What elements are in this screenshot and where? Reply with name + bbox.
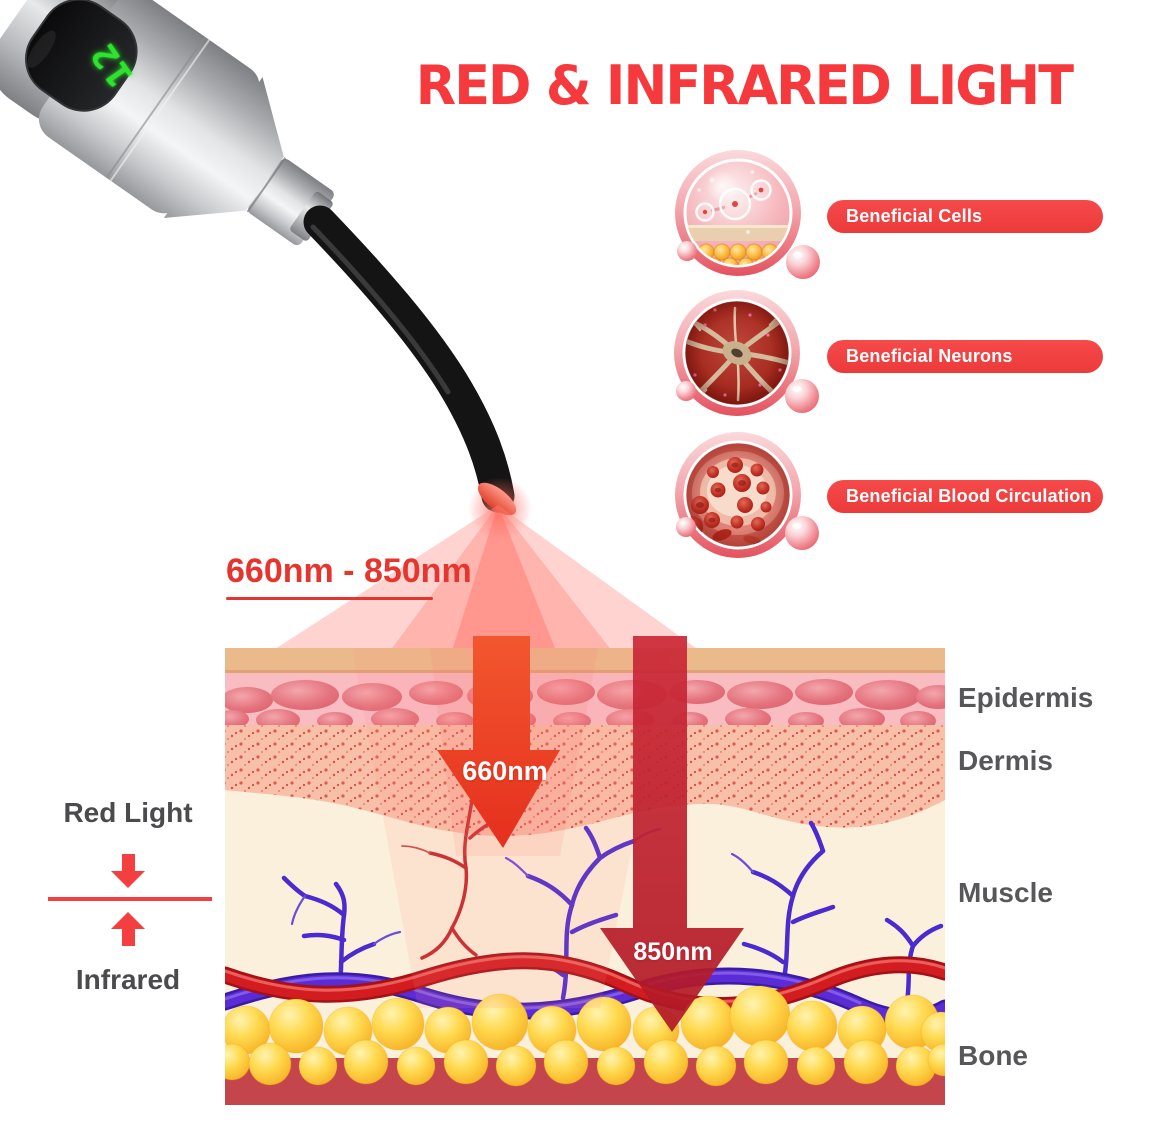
- arrow-label-850nm: 850nm: [633, 938, 713, 966]
- red-light-arrowhead-icon: [111, 871, 145, 888]
- device-probe: [303, 205, 515, 513]
- wavelength-range-label: 660nm - 850nm: [226, 552, 472, 590]
- layer-label-muscle: Muscle: [958, 877, 1053, 908]
- layer-label-epidermis: Epidermis: [958, 682, 1094, 713]
- layer-label-dermis: Dermis: [958, 745, 1053, 776]
- arrow-850nm: [600, 636, 744, 1032]
- skin-cross-section: [225, 648, 945, 1105]
- page-title: RED & INFRARED LIGHT: [415, 54, 1074, 117]
- badge-beneficial-cells: Beneficial Cells: [827, 200, 1103, 233]
- arrow-label-660nm: 660nm: [462, 756, 548, 786]
- molecule-icon: [695, 179, 772, 222]
- arrow-660nm: [437, 636, 560, 848]
- red-light-arrow-icon: [122, 854, 135, 871]
- infrared-label: Infrared: [75, 964, 181, 995]
- device-taper: [163, 77, 284, 218]
- therapy-device: [0, 0, 532, 541]
- benefit-circle-neurons: [674, 290, 800, 416]
- probe-tip: [477, 482, 517, 516]
- infrared-arrow-icon: [122, 929, 135, 946]
- badge-beneficial-blood-circulation: Beneficial Blood Circulation: [827, 480, 1103, 513]
- benefit-circle-blood: [675, 432, 801, 558]
- infrared-arrowhead-icon: [111, 912, 145, 929]
- device-display: [25, 0, 138, 112]
- layer-label-bone: Bone: [958, 1040, 1028, 1071]
- red-infrared-divider: [48, 897, 212, 901]
- red-light-label: Red Light: [63, 797, 193, 828]
- decorative-bubbles: [676, 241, 820, 550]
- benefit-circle-cells: [675, 150, 801, 276]
- skin-surface: [225, 648, 945, 672]
- badge-beneficial-neurons: Beneficial Neurons: [827, 340, 1103, 373]
- wavelength-underline: [226, 597, 433, 600]
- artery: [225, 954, 945, 1012]
- bone-layer: [225, 985, 945, 1087]
- capillary-trees: [281, 798, 944, 1011]
- light-cone: [272, 505, 700, 651]
